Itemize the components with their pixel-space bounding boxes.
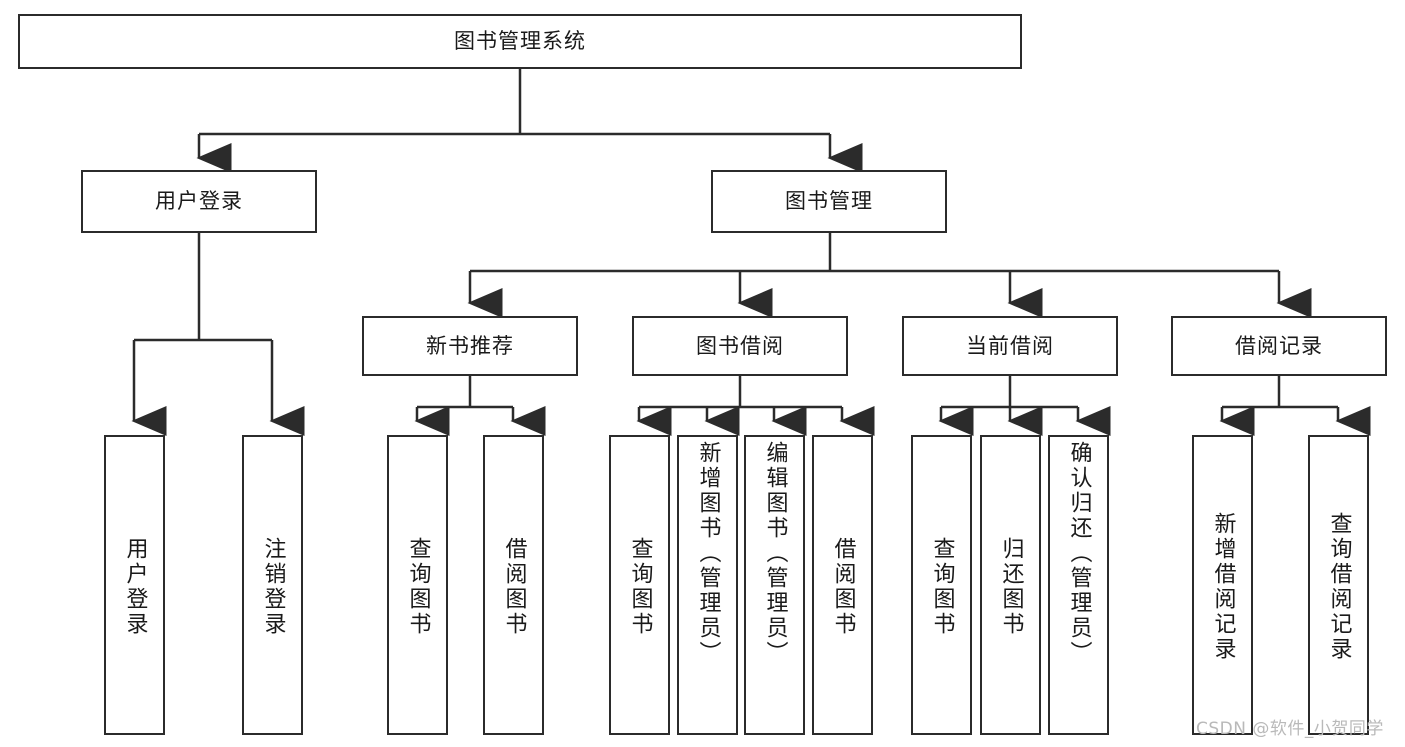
- node-new-book-recommend[interactable]: 新书推荐: [362, 316, 578, 376]
- node-root-system[interactable]: 图书管理系统: [18, 14, 1022, 69]
- leaf-current-borrow-query[interactable]: 查询图书: [911, 435, 972, 735]
- node-label: 借阅图书: [501, 537, 527, 637]
- node-label: 查询图书: [627, 537, 653, 637]
- node-label: 当前借阅: [966, 333, 1054, 358]
- node-label: 新增借阅记录: [1210, 512, 1236, 662]
- leaf-current-borrow-return[interactable]: 归还图书: [980, 435, 1041, 735]
- node-label: 查询图书: [929, 537, 955, 637]
- node-current-borrow[interactable]: 当前借阅: [902, 316, 1118, 376]
- leaf-user-login-signin[interactable]: 用户登录: [104, 435, 165, 735]
- node-label: 注销登录: [260, 537, 286, 637]
- leaf-book-borrow-edit[interactable]: 编辑图书（管理员）: [744, 435, 805, 735]
- node-label: 借阅记录: [1235, 333, 1323, 358]
- leaf-user-login-signout[interactable]: 注销登录: [242, 435, 303, 735]
- leaf-borrow-record-query[interactable]: 查询借阅记录: [1308, 435, 1369, 735]
- node-label: 查询借阅记录: [1326, 512, 1352, 662]
- node-label: 查询图书: [405, 537, 431, 637]
- node-label: 图书管理: [785, 189, 873, 214]
- leaf-book-borrow-borrow[interactable]: 借阅图书: [812, 435, 873, 735]
- leaf-book-borrow-query[interactable]: 查询图书: [609, 435, 670, 735]
- node-user-login[interactable]: 用户登录: [81, 170, 317, 233]
- node-label: 用户登录: [155, 189, 243, 214]
- leaf-book-borrow-add[interactable]: 新增图书（管理员）: [677, 435, 738, 735]
- node-label: 归还图书: [998, 537, 1024, 637]
- node-label: 新书推荐: [426, 333, 514, 358]
- leaf-new-book-borrow[interactable]: 借阅图书: [483, 435, 544, 735]
- node-book-management[interactable]: 图书管理: [711, 170, 947, 233]
- node-label: 用户登录: [122, 537, 148, 637]
- node-label: 编辑图书（管理员）: [762, 441, 788, 666]
- leaf-current-borrow-confirm[interactable]: 确认归还（管理员）: [1048, 435, 1109, 735]
- leaf-new-book-query[interactable]: 查询图书: [387, 435, 448, 735]
- csdn-watermark: CSDN @软件_小贺同学: [1196, 719, 1384, 739]
- leaf-borrow-record-add[interactable]: 新增借阅记录: [1192, 435, 1253, 735]
- node-label: 图书管理系统: [454, 29, 586, 54]
- node-borrow-record[interactable]: 借阅记录: [1171, 316, 1387, 376]
- node-label: 借阅图书: [830, 537, 856, 637]
- node-label: 新增图书（管理员）: [695, 441, 721, 666]
- node-book-borrow[interactable]: 图书借阅: [632, 316, 848, 376]
- node-label: 图书借阅: [696, 333, 784, 358]
- node-label: 确认归还（管理员）: [1066, 441, 1092, 666]
